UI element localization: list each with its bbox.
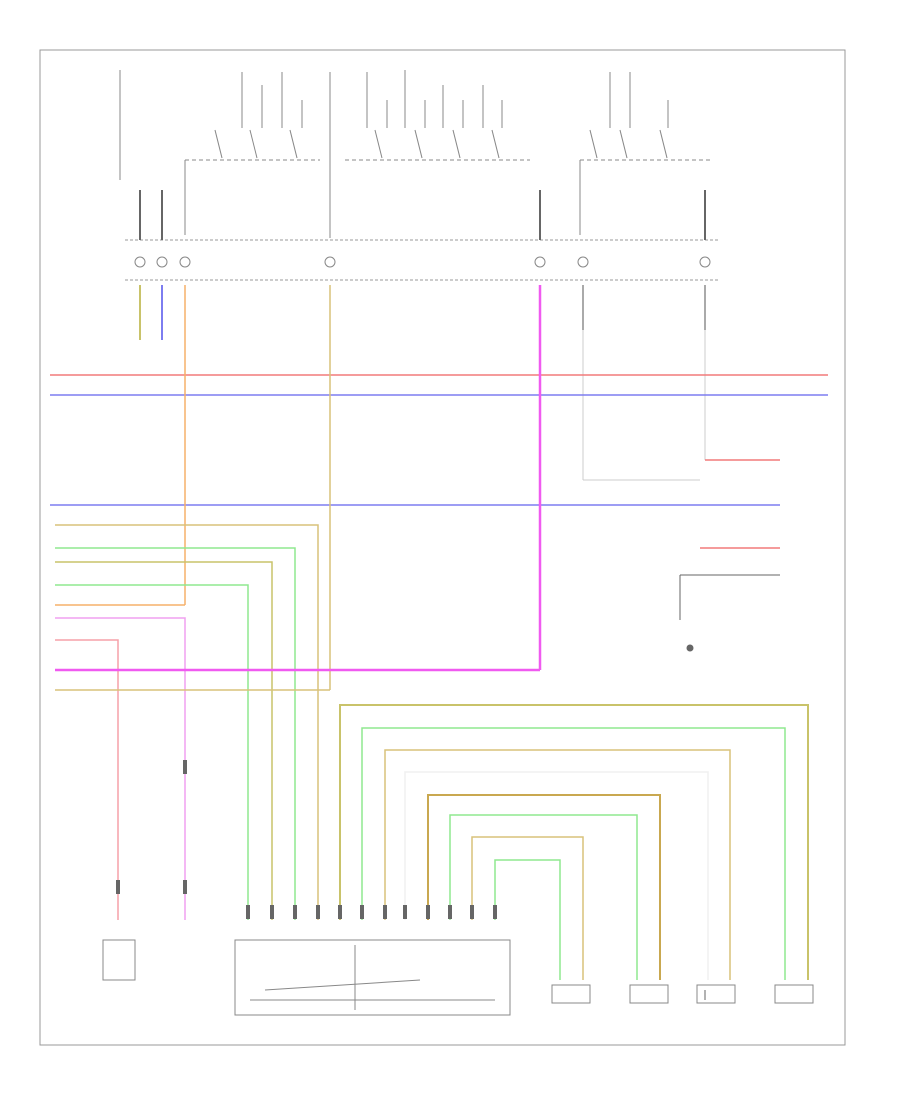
lower-devices <box>102 939 814 1004</box>
right-side-components <box>679 574 780 1000</box>
connector-strip <box>125 190 720 281</box>
speaker-loop-wires <box>339 704 809 980</box>
bus-wires <box>50 374 828 549</box>
combination-switch-section <box>119 70 710 238</box>
audio-unit <box>234 939 511 1016</box>
diagram-frame <box>39 49 846 1046</box>
left-bundle-wires <box>55 524 540 920</box>
unit-connector-pins <box>116 760 497 919</box>
upper-wire-stubs <box>139 285 706 481</box>
vertical-feeds <box>184 285 542 690</box>
